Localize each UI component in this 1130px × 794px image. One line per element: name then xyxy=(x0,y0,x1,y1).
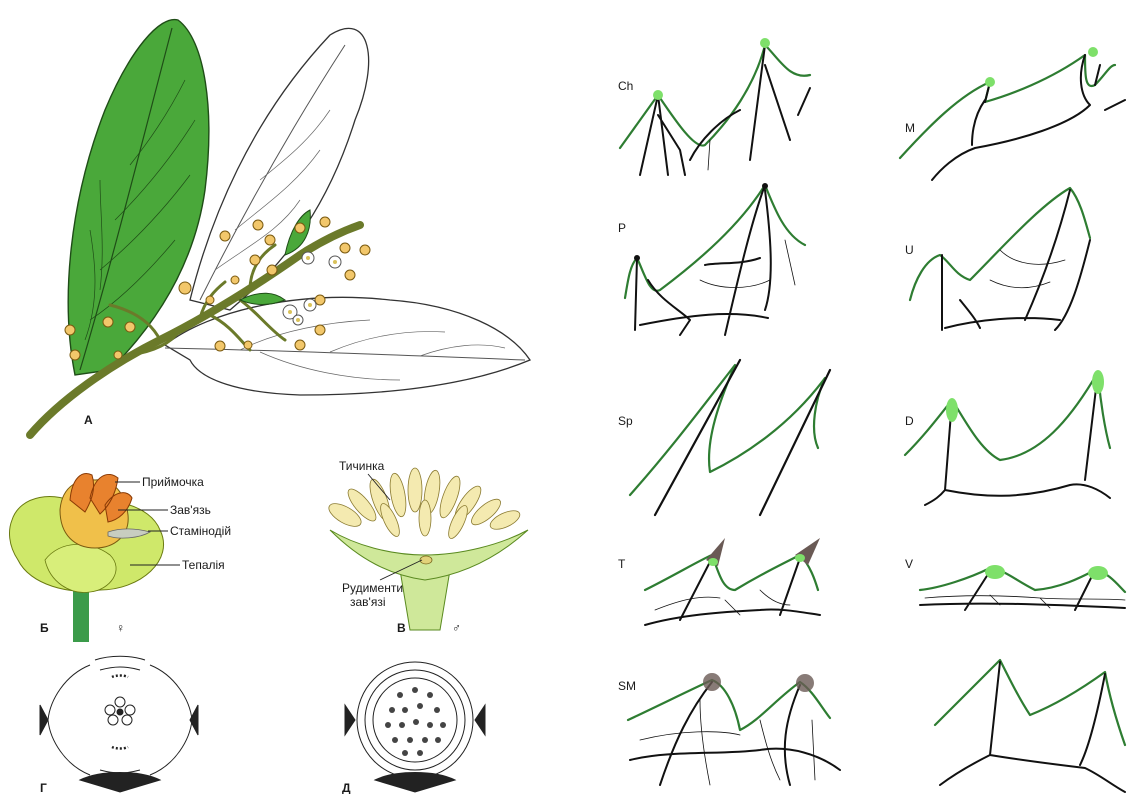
tooth-p: P xyxy=(618,183,805,335)
female-symbol: ♀ xyxy=(116,621,125,635)
tooth-types: Ch M P U Sp xyxy=(618,38,1125,792)
female-floral-diagram: Г xyxy=(40,656,198,794)
tooth-label-t: T xyxy=(618,557,626,571)
tooth-label-sm: SM xyxy=(618,679,636,693)
label-staminode: Стамінодій xyxy=(170,524,231,538)
tooth-label-ch: Ch xyxy=(618,79,633,93)
panel-label-a: А xyxy=(84,413,93,427)
female-flower: Приймочка Зав'язь Стамінодій Тепалія Б ♀ xyxy=(10,474,232,642)
tooth-label-u: U xyxy=(905,243,914,257)
tooth-label-v: V xyxy=(905,557,913,571)
male-floral-diagram: Д xyxy=(342,662,485,794)
tooth-m: M xyxy=(900,47,1125,180)
tooth-ch: Ch xyxy=(618,38,810,175)
stamens xyxy=(325,468,522,541)
label-stigma: Приймочка xyxy=(142,475,204,489)
panel-label-b: Б xyxy=(40,621,49,635)
male-symbol: ♂ xyxy=(452,621,461,635)
label-rudiment-2: зав'язі xyxy=(350,595,386,609)
male-flower: Тичинка Рудименти зав'язі В ♂ xyxy=(325,459,528,635)
tooth-label-d: D xyxy=(905,414,914,428)
tooth-t: T xyxy=(618,538,820,625)
tooth-label-sp: Sp xyxy=(618,414,633,428)
tooth-label-m: M xyxy=(905,121,915,135)
tooth-sm: SM xyxy=(618,673,840,785)
panel-label-d: Д xyxy=(342,781,351,794)
tooth-label-p: P xyxy=(618,221,626,235)
tooth-d: D xyxy=(905,370,1110,505)
label-rudiment-1: Рудименти xyxy=(342,581,403,595)
tooth-sp: Sp xyxy=(618,360,830,515)
label-stamen: Тичинка xyxy=(339,459,385,473)
tooth-unlabeled xyxy=(935,660,1125,792)
tooth-u: U xyxy=(905,188,1090,330)
label-tepal: Тепалія xyxy=(182,558,225,572)
label-ovary: Зав'язь xyxy=(170,503,211,517)
branch-illustration: А xyxy=(30,20,530,435)
panel-label-v: В xyxy=(397,621,406,635)
panel-label-g: Г xyxy=(40,781,47,794)
tooth-v: V xyxy=(905,557,1125,610)
